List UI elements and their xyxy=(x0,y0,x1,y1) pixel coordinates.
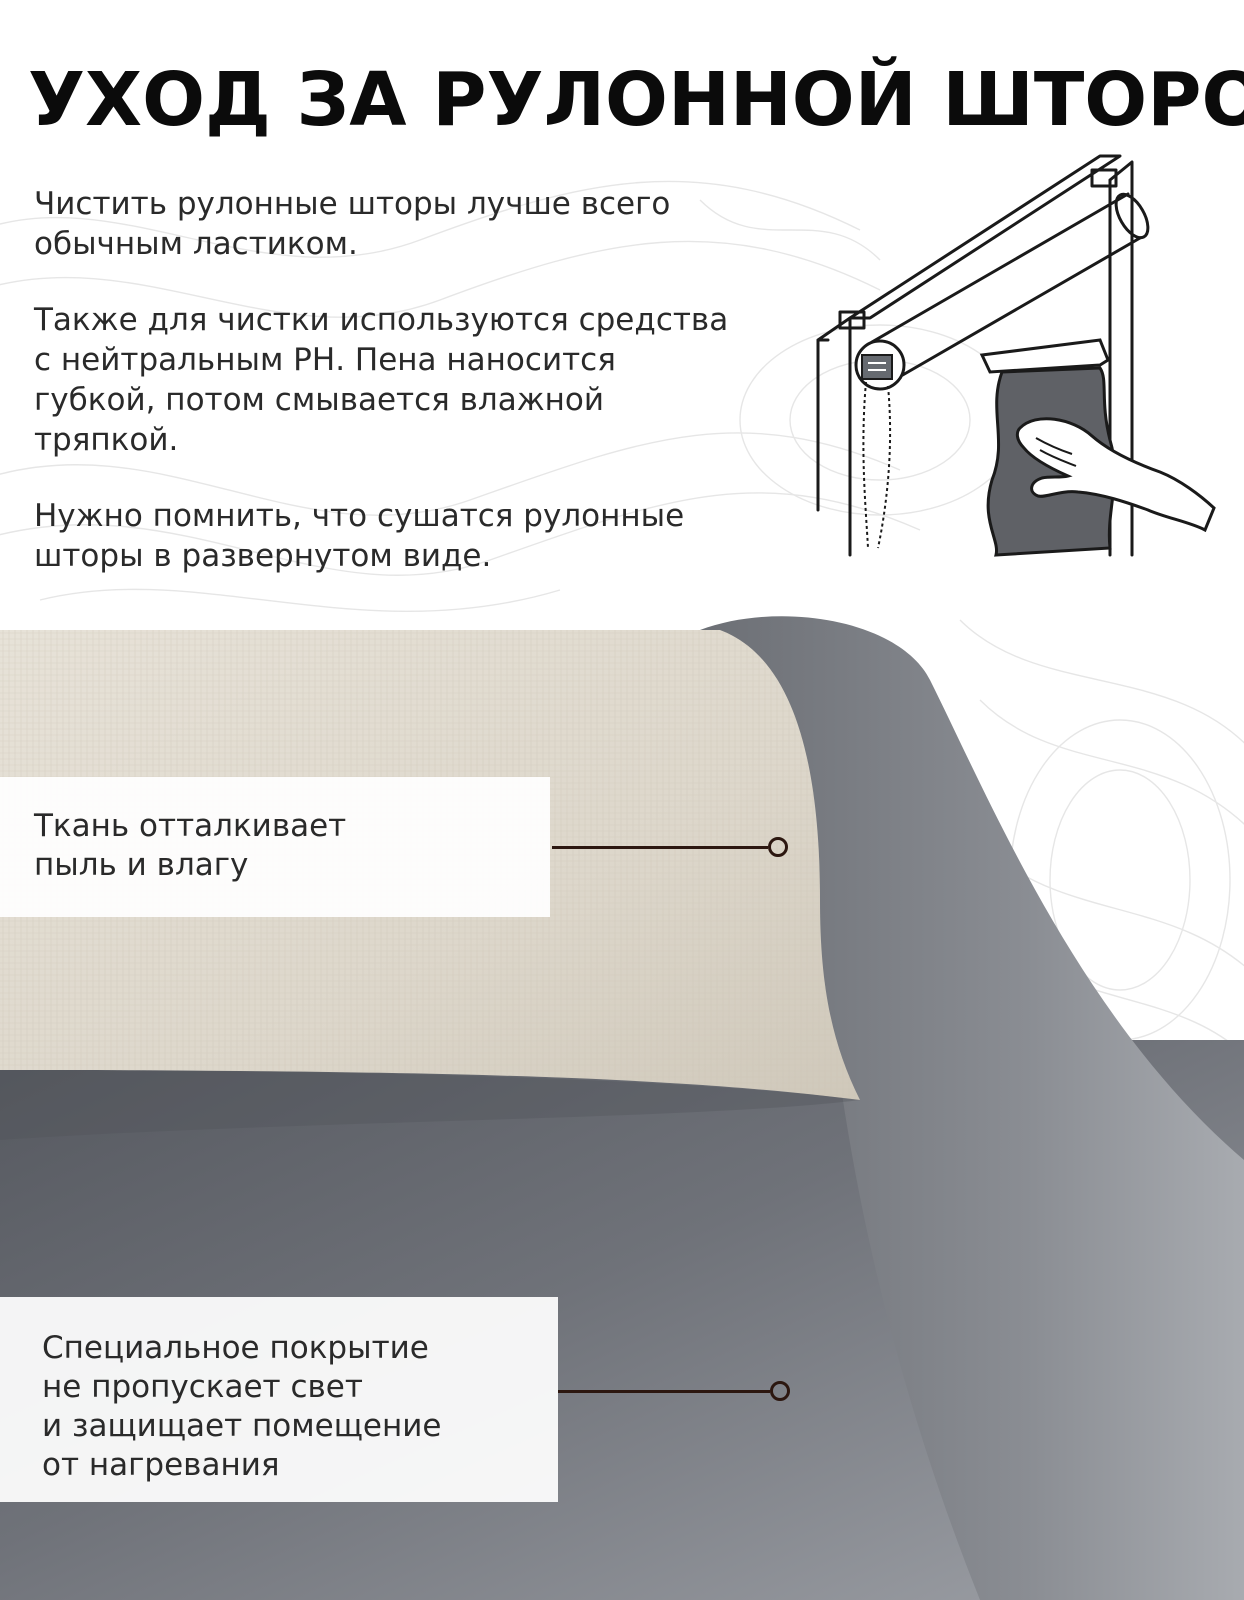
instruction-paragraph: Также для чистки используются средства с… xyxy=(34,302,729,458)
care-instructions: Чистить рулонные шторы лучше всего обычн… xyxy=(34,184,814,612)
leader-line xyxy=(552,846,768,849)
roller-blind-cleaning-illustration xyxy=(816,154,1216,557)
instruction-paragraph: Нужно помнить, что сушатся рулонные штор… xyxy=(34,498,685,574)
instruction-paragraph: Чистить рулонные шторы лучше всего обычн… xyxy=(34,186,671,262)
callout-text: Ткань отталкивает пыль и влагу xyxy=(34,808,347,883)
pointer-circle-icon xyxy=(770,1381,790,1401)
callout-blackout-coating: Специальное покрытие не пропускает свет … xyxy=(0,1297,558,1502)
leader-line xyxy=(558,1390,770,1393)
chain-mechanism xyxy=(854,339,906,549)
callout-text: Специальное покрытие не пропускает свет … xyxy=(42,1330,442,1483)
page-title: УХОД ЗА РУЛОННОЙ ШТОРОЙ xyxy=(28,57,1244,143)
pointer-circle-icon xyxy=(768,837,788,857)
callout-dust-moisture: Ткань отталкивает пыль и влагу xyxy=(0,777,550,917)
